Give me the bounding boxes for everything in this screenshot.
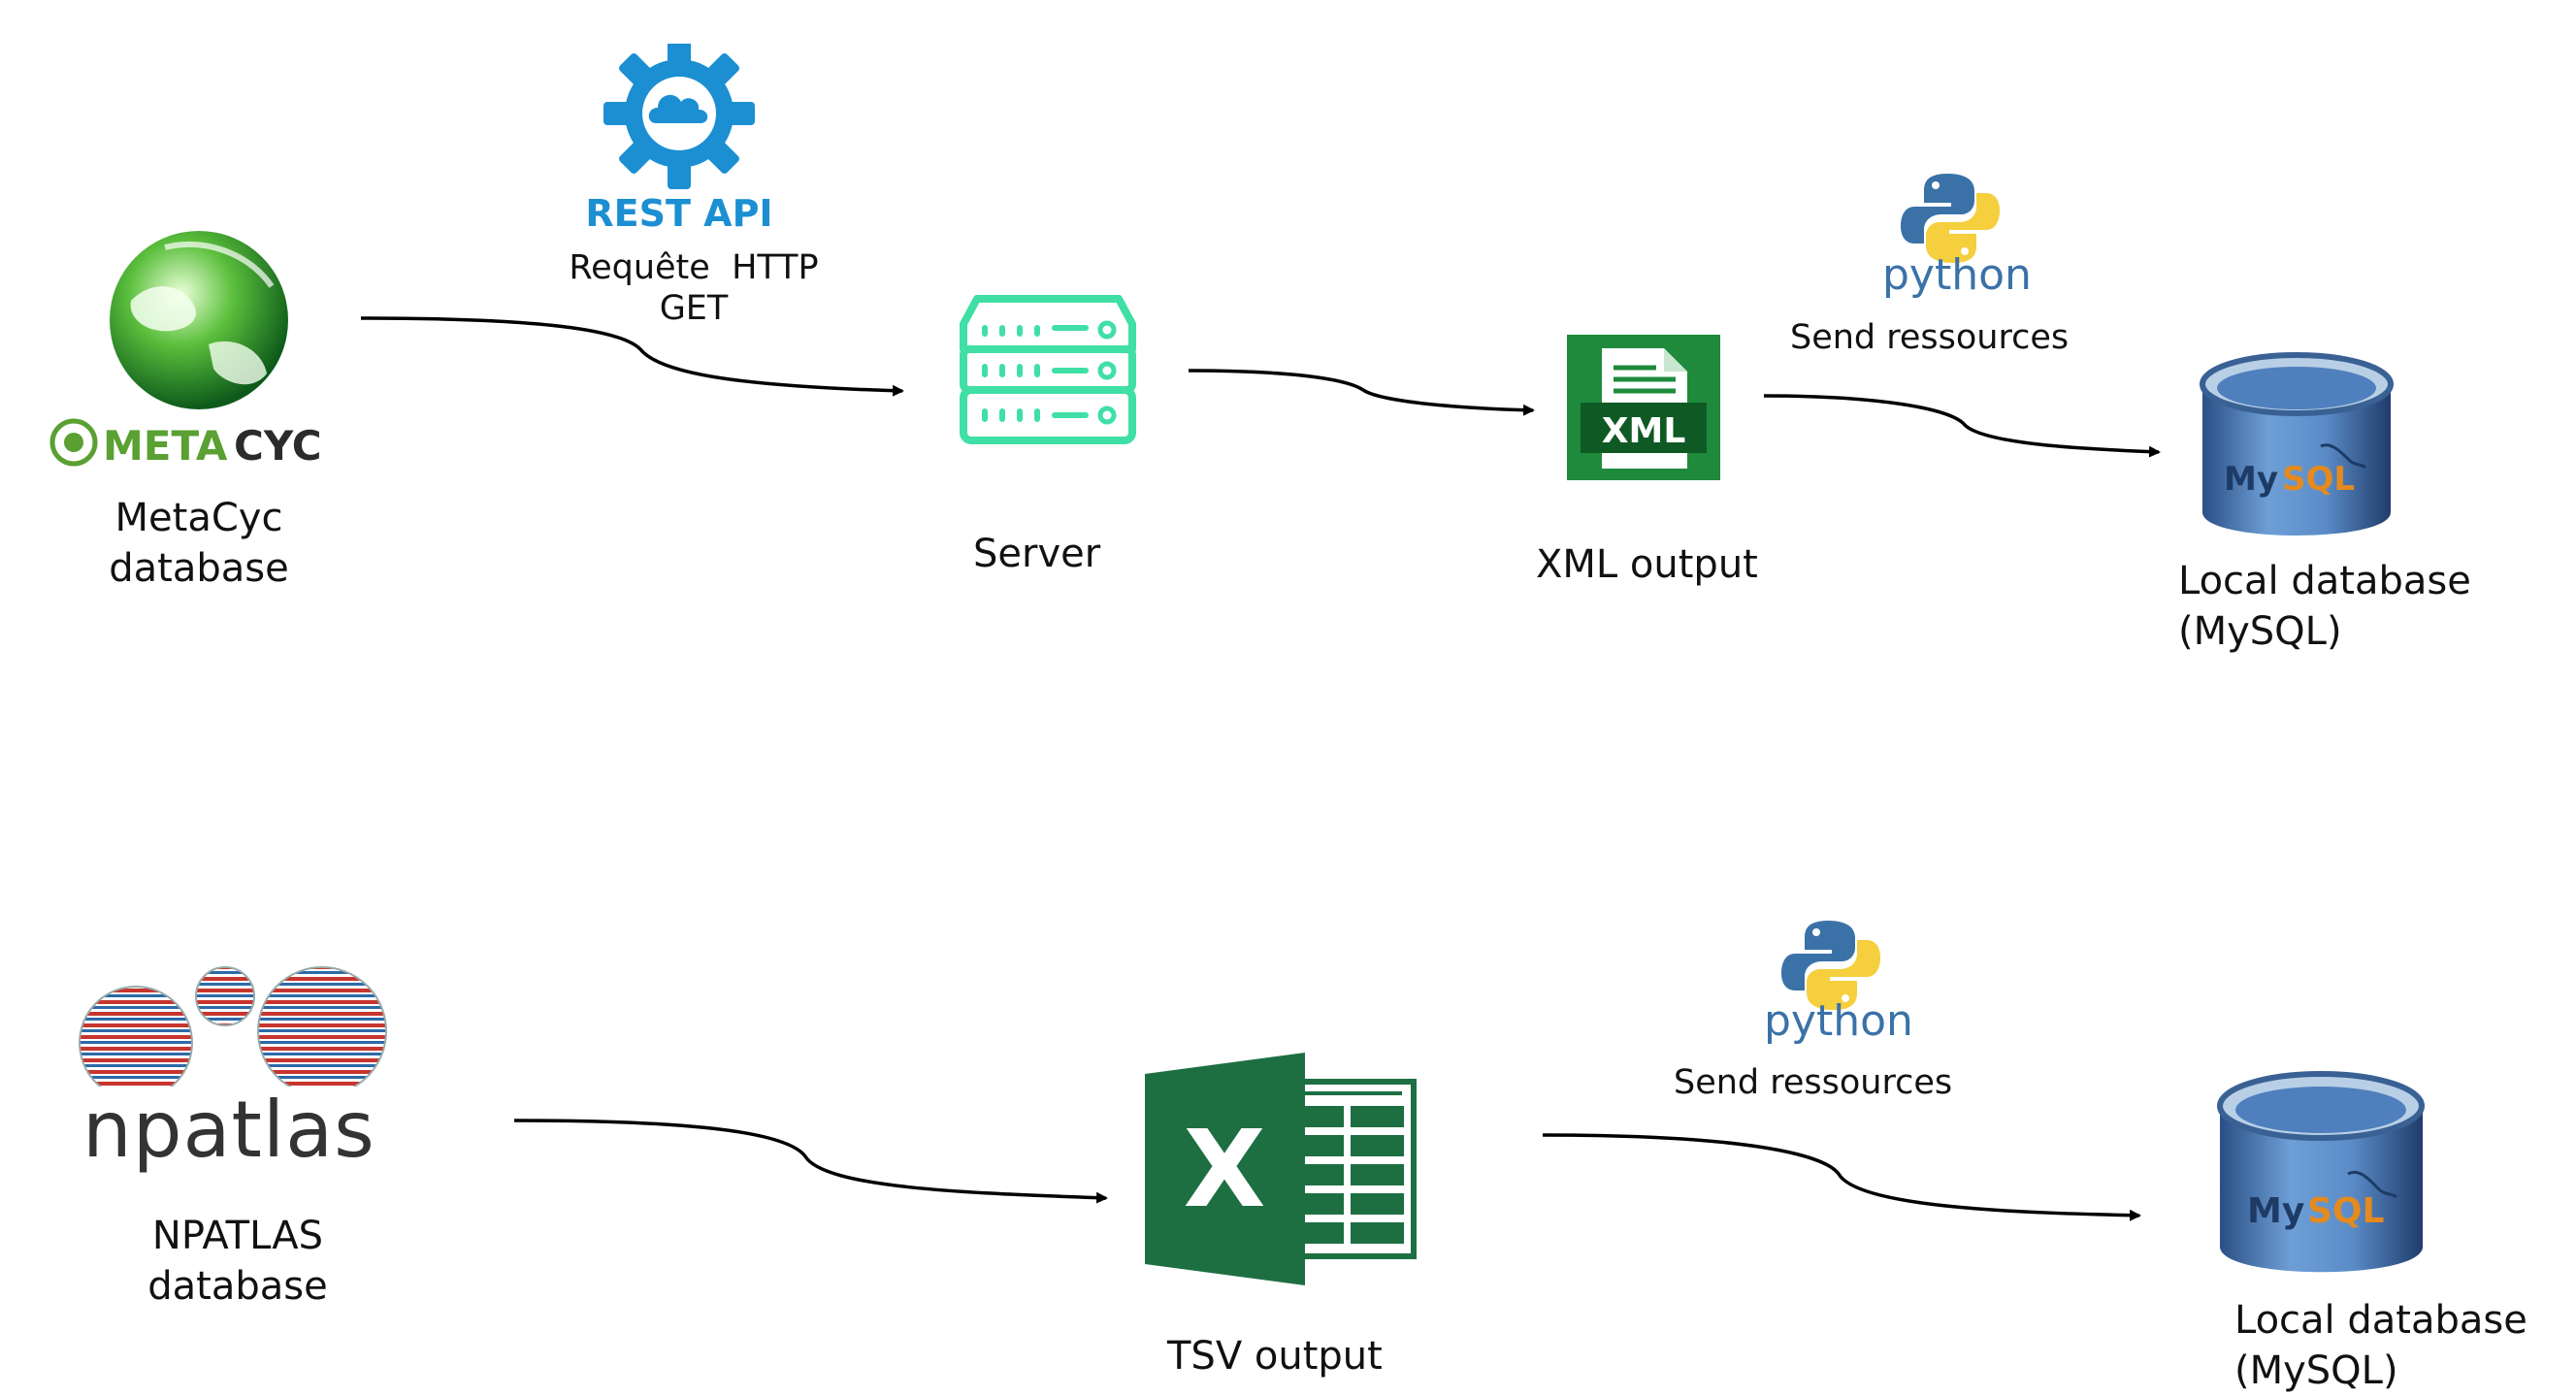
rest-api-badge: REST API [585,192,773,235]
arrow-tsv-to-mysql [1542,1133,2141,1221]
local-db-label-2: Local database (MySQL) [2234,1295,2527,1396]
metacyc-label: MetaCyc database [58,493,340,594]
xml-badge-text: XML [1602,411,1686,451]
python-icon-2 [1781,921,1880,1010]
mysql-word-a: My [2224,460,2278,499]
metacyc-wordmark: META CYC [49,418,322,468]
python-wordmark: python [1882,250,2032,300]
python-wordmark-2: python [1764,996,1913,1046]
metacyc-label-line1: MetaCyc [114,496,283,540]
rest-api-icon [603,44,755,189]
globe-icon [110,231,288,409]
arrow-xml-to-mysql [1763,394,2161,458]
request-label-line1: Requête HTTP [569,248,819,287]
arrow-metacyc-to-server [360,316,904,397]
local-db-label-2-line1: Local database [2234,1298,2527,1343]
python-icon [1901,174,2000,263]
local-db-label-line1: Local database [2178,559,2471,603]
mysql-word-b-2: SQL [2307,1191,2384,1231]
request-label-line2: GET [659,289,729,328]
local-db-label-2-line2: (MySQL) [2234,1348,2398,1393]
npatlas-label-line2: database [147,1264,328,1309]
local-db-label-line2: (MySQL) [2178,609,2342,654]
server-icon [960,295,1136,444]
metacyc-logo: META CYC [39,209,330,471]
xml-file-icon: XML [1567,335,1720,480]
excel-tsv-icon: X [1145,1053,1417,1285]
metacyc-wordmark-b: CYC [234,422,322,468]
mysql-database-icon-2: My SQL [2217,1071,2425,1273]
npatlas-label: NPATLAS database [102,1211,374,1312]
arrow-server-to-xml [1188,369,1535,416]
mysql-word-b: SQL [2282,460,2355,499]
excel-badge-text: X [1184,1107,1266,1231]
npatlas-label-line1: NPATLAS [151,1214,324,1258]
request-label: Requête HTTP GET [529,247,859,329]
arrow-npatlas-to-tsv [513,1119,1108,1204]
server-label: Server [973,532,1101,576]
local-db-label: Local database (MySQL) [2178,556,2471,657]
mysql-database-icon: My SQL [2200,352,2394,536]
send-ressources-label: Send ressources [1790,318,2070,357]
metacyc-wordmark-a: META [103,422,228,468]
send-ressources-label-2: Send ressources [1674,1063,1953,1102]
mysql-word-a-2: My [2247,1191,2304,1231]
tsv-output-label: TSV output [1167,1334,1383,1379]
metacyc-label-line2: database [109,546,289,591]
npatlas-spheres-icon [79,966,387,1087]
xml-output-label: XML output [1536,542,1758,587]
npatlas-wordmark: npatlas [82,1085,375,1175]
